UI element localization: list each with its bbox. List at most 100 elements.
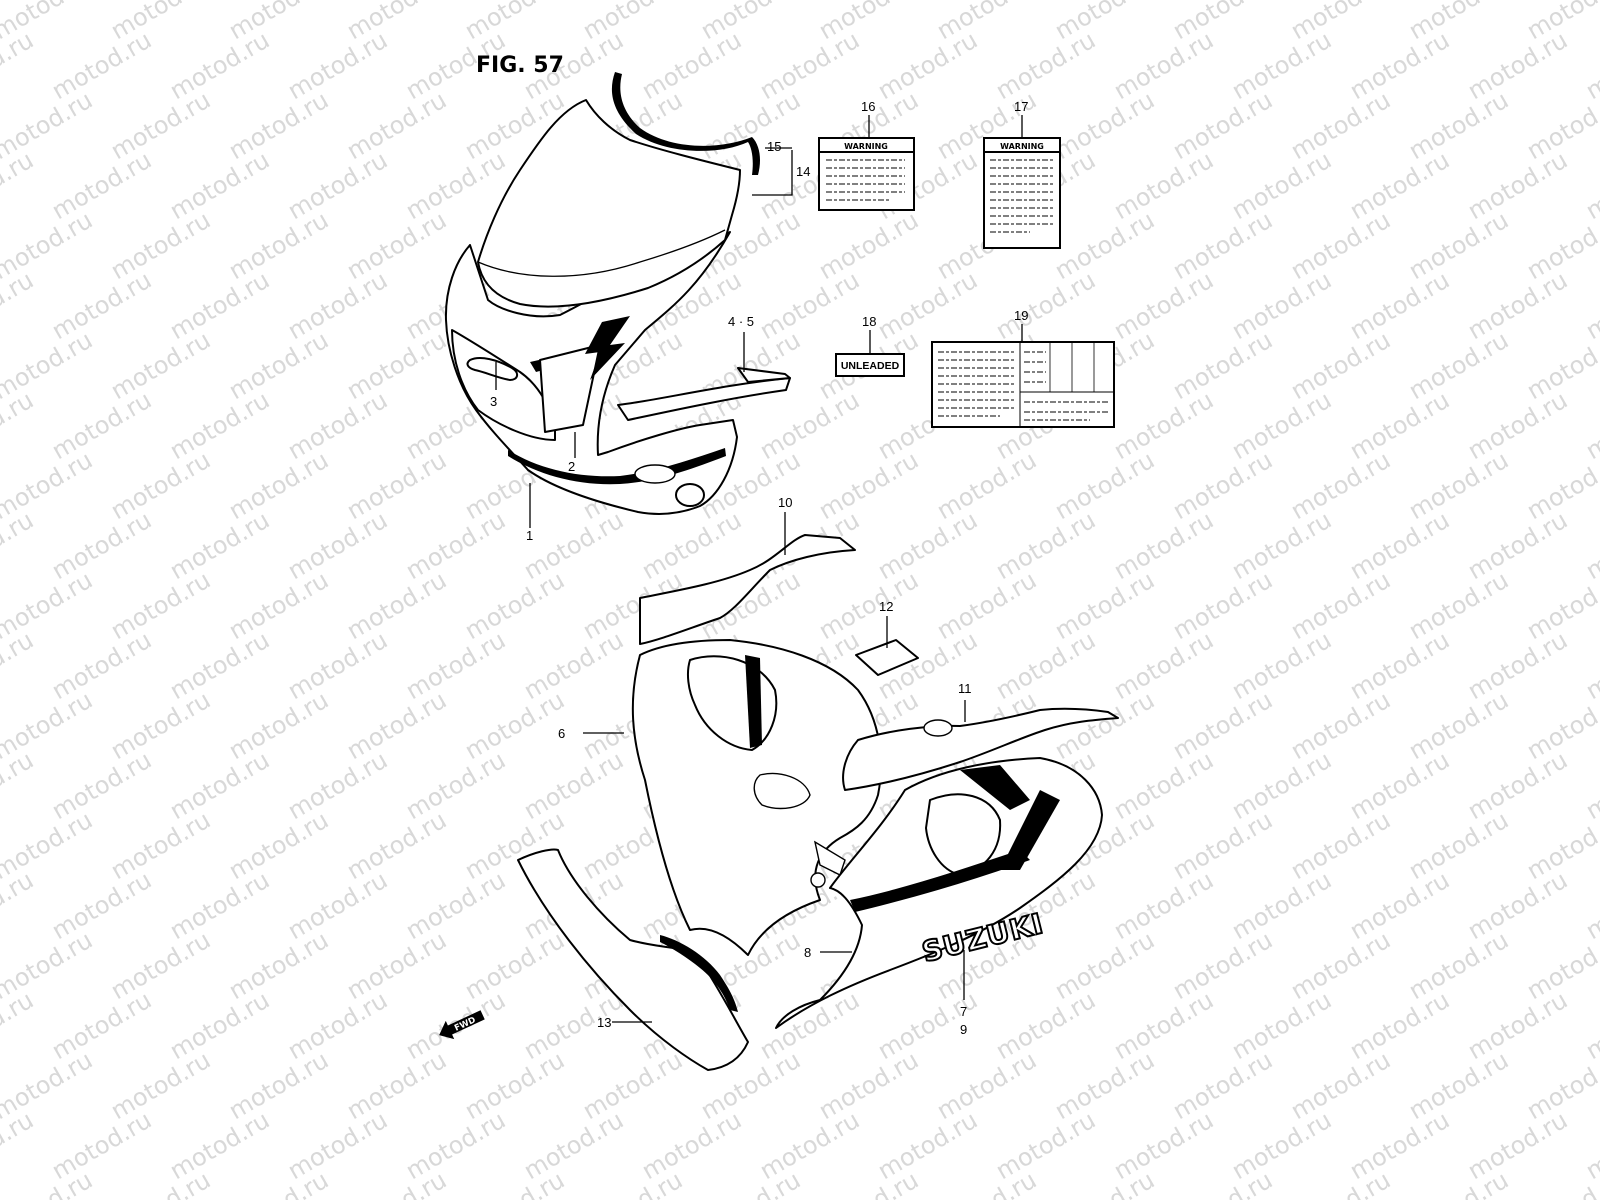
watermark-text: motod.ru [1404, 806, 1513, 885]
rear-inner-cowl [842, 707, 1119, 791]
warning-label-17: WARNING [983, 137, 1061, 249]
watermark-text: motod.ru [0, 866, 38, 945]
watermark-text: motod.ru [1581, 146, 1600, 225]
watermark-text: motod.ru [991, 626, 1100, 705]
cushion-pad [855, 639, 919, 676]
callout-8: 8 [804, 945, 811, 960]
upper-cowling-decal [530, 316, 630, 433]
watermark-text: motod.ru [755, 386, 864, 465]
watermark-text: motod.ru [342, 566, 451, 645]
watermark-text: motod.ru [342, 926, 451, 1005]
watermark-text: motod.ru [283, 626, 392, 705]
watermark-text: motod.ru [47, 746, 156, 825]
right-side-cowling [775, 757, 1103, 1029]
watermark-text: motod.ru [460, 566, 569, 645]
watermark-text: motod.ru [342, 686, 451, 765]
watermark-text: motod.ru [1050, 206, 1159, 285]
watermark-text: motod.ru [1463, 626, 1572, 705]
watermark-text: motod.ru [1227, 146, 1336, 225]
watermark-text: motod.ru [0, 506, 38, 585]
watermark-text: motod.ru [401, 746, 510, 825]
watermark-text: motod.ru [755, 1106, 864, 1185]
watermark-text: motod.ru [283, 506, 392, 585]
watermark-text: motod.ru [165, 866, 274, 945]
watermark-text: motod.ru [1581, 386, 1600, 465]
side-inner-trim-upper [737, 367, 791, 383]
warning-label-16-header [818, 137, 915, 153]
watermark-text: motod.ru [0, 626, 38, 705]
watermark-text: motod.ru [460, 1166, 569, 1200]
watermark-text: motod.ru [1227, 266, 1336, 345]
watermark-text: motod.ru [1404, 86, 1513, 165]
watermark-text: motod.ru [47, 986, 156, 1065]
callout-12: 12 [879, 599, 893, 614]
watermark-text: motod.ru [1286, 806, 1395, 885]
watermark-text: motod.ru [1463, 26, 1572, 105]
watermark-text: motod.ru [224, 1166, 333, 1200]
watermark-text: motod.ru [401, 1106, 510, 1185]
watermark-text: motod.ru [1109, 866, 1218, 945]
watermark-text: motod.ru [1050, 926, 1159, 1005]
watermark-text: motod.ru [1345, 266, 1454, 345]
watermark-text: motod.ru [1227, 386, 1336, 465]
cowling-lower-stripe [508, 448, 726, 485]
watermark-text: motod.ru [1463, 506, 1572, 585]
watermark-text: motod.ru [165, 986, 274, 1065]
watermark-text: motod.ru [1404, 326, 1513, 405]
watermark-text: motod.ru [283, 1106, 392, 1185]
watermark-text: motod.ru [106, 566, 215, 645]
watermark-text: motod.ru [1463, 1106, 1572, 1185]
watermark-text: motod.ru [637, 506, 746, 585]
watermark-text: motod.ru [1463, 386, 1572, 465]
callout-2: 2 [568, 459, 575, 474]
watermark-text: motod.ru [283, 146, 392, 225]
watermark-text: motod.ru [1109, 26, 1218, 105]
watermark-text: motod.ru [0, 26, 38, 105]
watermark-text: motod.ru [0, 746, 38, 825]
watermark-text: motod.ru [578, 1046, 687, 1125]
watermark-text: motod.ru [1168, 686, 1277, 765]
watermark-text: motod.ru [637, 26, 746, 105]
watermark-text: motod.ru [401, 146, 510, 225]
watermark-text: motod.ru [1050, 1046, 1159, 1125]
callout-4-5: 4 · 5 [728, 314, 754, 329]
watermark-text: motod.ru [1345, 986, 1454, 1065]
watermark-text: motod.ru [224, 326, 333, 405]
watermark-text: motod.ru [1168, 206, 1277, 285]
watermark-text: motod.ru [1404, 446, 1513, 525]
fuel-label-18-text: UNLEADED [841, 360, 900, 372]
watermark-text: motod.ru [991, 986, 1100, 1065]
leader-lines [495, 115, 1023, 1023]
watermark-text: motod.ru [1345, 386, 1454, 465]
watermark-text: motod.ru [165, 266, 274, 345]
watermark-text: motod.ru [1581, 626, 1600, 705]
watermark-text: motod.ru [165, 506, 274, 585]
watermark-text: motod.ru [47, 386, 156, 465]
watermark-text: motod.ru [0, 266, 38, 345]
watermark-text: motod.ru [1050, 446, 1159, 525]
watermark-text: motod.ru [1168, 86, 1277, 165]
watermark-text: motod.ru [1109, 506, 1218, 585]
callout-11: 11 [958, 681, 972, 696]
watermark-text: motod.ru [932, 1046, 1041, 1125]
info-label-19-lines [938, 351, 1108, 421]
watermark-text: motod.ru [1581, 266, 1600, 345]
watermark-text: motod.ru [696, 1166, 805, 1200]
watermark-text: motod.ru [1109, 386, 1218, 465]
watermark-text: motod.ru [224, 1046, 333, 1125]
watermark-text: motod.ru [224, 86, 333, 165]
side-inner-trim [617, 377, 791, 421]
watermark-text: motod.ru [1109, 626, 1218, 705]
watermark-text: motod.ru [224, 566, 333, 645]
watermark-text: motod.ru [873, 506, 982, 585]
watermark-text: motod.ru [0, 386, 38, 465]
watermark-text: motod.ru [814, 446, 923, 525]
watermark-text: motod.ru [991, 1106, 1100, 1185]
left-cowling-lower-vent [753, 772, 811, 810]
cowling-side-vent [634, 464, 676, 484]
fuel-label-18: UNLEADED [835, 353, 905, 377]
watermark-text: motod.ru [0, 146, 38, 225]
watermark-text: motod.ru [814, 206, 923, 285]
watermark-text: motod.ru [814, 1166, 923, 1200]
